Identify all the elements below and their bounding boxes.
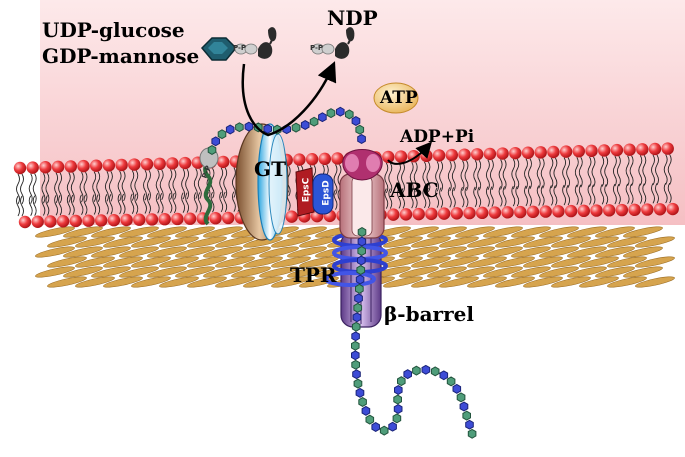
hexagon-sugar-icon bbox=[200, 37, 238, 61]
lipid-heads-outer bbox=[13, 142, 674, 175]
glycosyltransferase-protein bbox=[235, 123, 289, 241]
lipid-heads-inner bbox=[18, 202, 679, 229]
nucleotide-icon bbox=[234, 27, 277, 59]
gt-label: GT bbox=[254, 157, 286, 181]
gdp-mannose-label: GDP-mannose bbox=[42, 44, 200, 68]
pp-label-product: P-P bbox=[310, 44, 324, 52]
epsc-label: EpsC bbox=[301, 177, 312, 203]
arrow-icon bbox=[241, 61, 337, 137]
arrow-icon bbox=[387, 141, 432, 165]
nucleotide-icon bbox=[311, 27, 355, 59]
epsc-protein bbox=[295, 167, 315, 217]
pp-label-donor: P-P bbox=[233, 44, 247, 52]
fiber-layer bbox=[35, 226, 675, 288]
beta-barrel-label: β-barrel bbox=[384, 302, 474, 326]
atp-molecule bbox=[373, 82, 419, 114]
abc-transporter bbox=[339, 149, 385, 239]
abc-label: ABC bbox=[390, 178, 439, 202]
epsd-protein bbox=[312, 173, 334, 215]
atp-label: ATP bbox=[380, 88, 418, 108]
tpr-label: TPR bbox=[290, 263, 337, 287]
epsd-label: EpsD bbox=[321, 180, 332, 206]
udp-glucose-label: UDP-glucose bbox=[42, 18, 185, 42]
adp-pi-label: ADP+Pi bbox=[400, 127, 475, 147]
polysaccharide-chain bbox=[207, 106, 477, 439]
ndp-label: NDP bbox=[327, 6, 378, 30]
